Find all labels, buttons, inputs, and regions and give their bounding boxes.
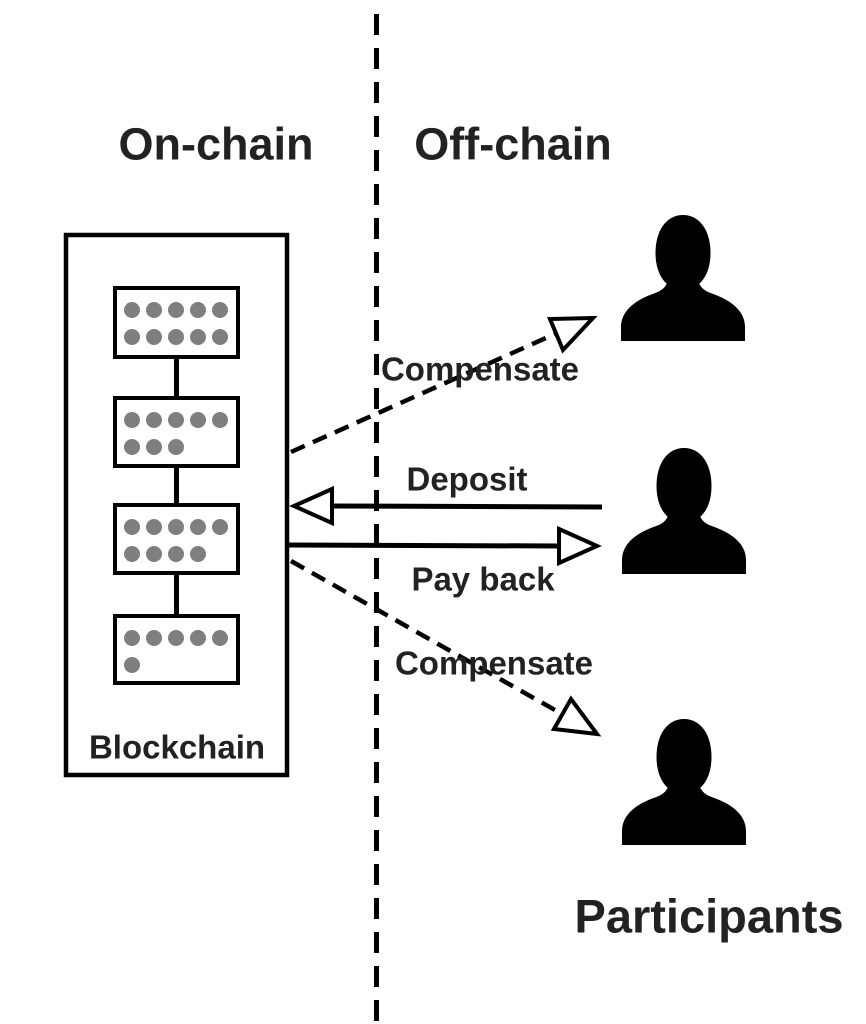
- block-dot: [212, 329, 228, 345]
- block-dot: [146, 329, 162, 345]
- deposit-arrow-line: [331, 503, 603, 510]
- payback-arrowhead: [557, 525, 602, 567]
- block-1-dots: [124, 302, 228, 345]
- block-dot: [190, 546, 206, 562]
- block-4-dots: [124, 630, 228, 673]
- deposit-arrowhead: [289, 485, 334, 527]
- compensate-bottom-arrowhead: [550, 695, 602, 737]
- on-chain-heading: On-chain: [118, 118, 314, 170]
- block-dot: [124, 657, 140, 673]
- block-dot: [124, 439, 140, 455]
- block-dot: [168, 519, 184, 535]
- block-dot: [190, 412, 206, 428]
- compensate-top-arrowhead: [547, 315, 598, 354]
- block-2-dots: [124, 412, 228, 455]
- deposit-label: Deposit: [406, 460, 528, 498]
- person-icon: [621, 215, 745, 341]
- block-dot: [124, 630, 140, 646]
- block-3-dots: [124, 519, 228, 562]
- payback-arrow-line: [288, 542, 560, 549]
- block-2: [113, 396, 240, 468]
- block-dot: [190, 329, 206, 345]
- block-3: [113, 503, 240, 575]
- block-dot: [212, 412, 228, 428]
- person-icon: [622, 448, 746, 574]
- compensate-bottom-arrow-line: [289, 559, 564, 716]
- block-dot: [146, 412, 162, 428]
- participants-label: Participants: [574, 889, 844, 943]
- block-dot: [168, 302, 184, 318]
- compensate-top-arrow-line: [290, 330, 558, 455]
- person-icon: [622, 719, 746, 845]
- block-dot: [190, 630, 206, 646]
- compensate-bottom-label: Compensate: [394, 644, 594, 682]
- block-dot: [146, 439, 162, 455]
- block-dot: [168, 412, 184, 428]
- block-dot: [168, 439, 184, 455]
- block-dot: [124, 546, 140, 562]
- block-dot: [168, 630, 184, 646]
- block-dot: [212, 302, 228, 318]
- block-dot: [124, 302, 140, 318]
- blockchain-label: Blockchain: [88, 728, 266, 766]
- block-dot: [190, 302, 206, 318]
- block-dot: [168, 546, 184, 562]
- block-dot: [146, 546, 162, 562]
- off-chain-heading: Off-chain: [414, 118, 612, 170]
- block-dot: [124, 519, 140, 535]
- block-dot: [124, 412, 140, 428]
- block-dot: [146, 630, 162, 646]
- block-dot: [212, 630, 228, 646]
- block-4: [113, 614, 240, 685]
- block-dot: [124, 329, 140, 345]
- compensate-top-label: Compensate: [380, 350, 580, 388]
- block-dot: [168, 329, 184, 345]
- block-dot: [190, 519, 206, 535]
- block-dot: [146, 302, 162, 318]
- payback-label: Pay back: [411, 560, 555, 598]
- block-dot: [146, 519, 162, 535]
- block-1: [113, 286, 240, 359]
- block-dot: [212, 519, 228, 535]
